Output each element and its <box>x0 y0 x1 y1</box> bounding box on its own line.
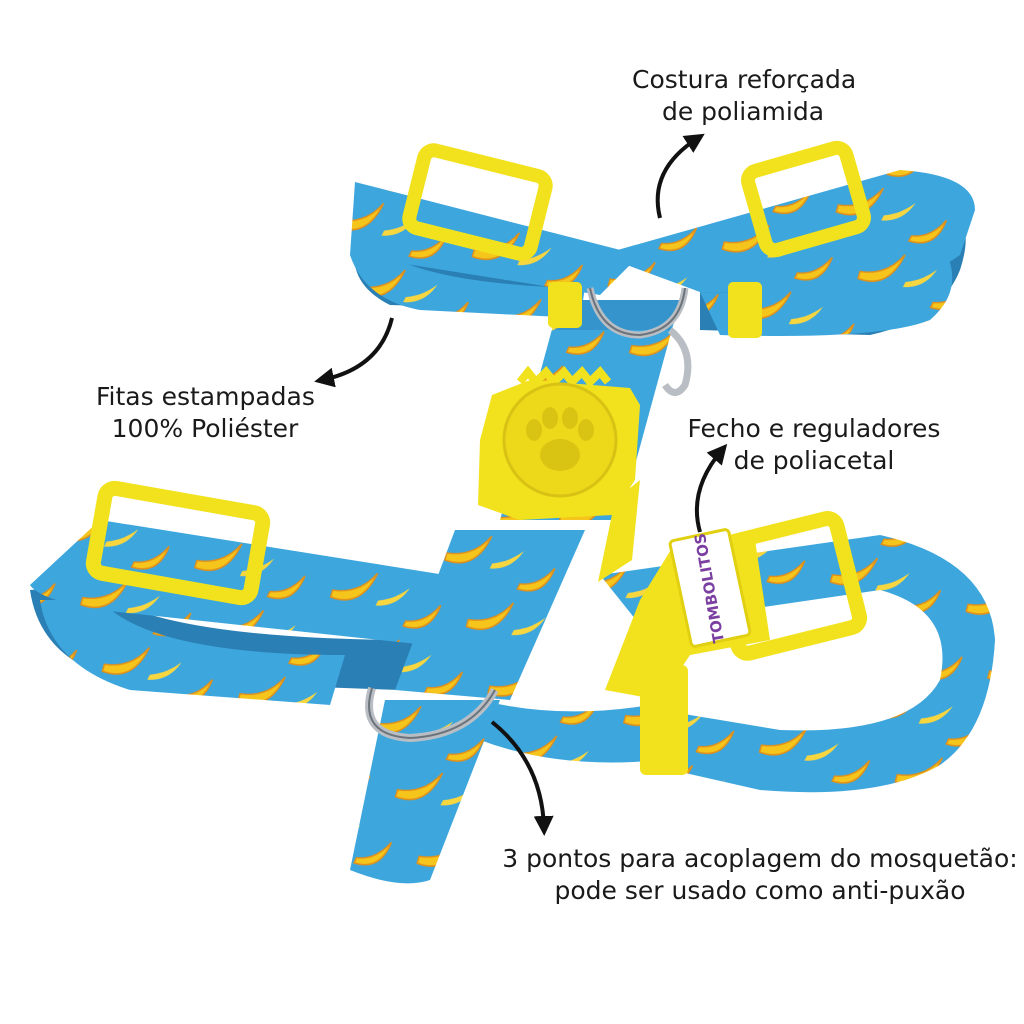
arrow-icon <box>314 317 394 388</box>
callout-seam-line1: Costura reforçada <box>632 65 857 94</box>
callout-buckle: Fecho e reguladores de poliacetal <box>686 413 942 477</box>
callout-points-line2: pode ser usado como anti-puxão <box>554 876 966 905</box>
upper-strap-loop <box>350 170 975 336</box>
callout-buckle-line1: Fecho e reguladores <box>687 414 941 443</box>
callout-seam: Costura reforçada de poliamida <box>632 64 857 128</box>
arrow-icon <box>655 133 705 219</box>
callout-straps-line1: Fitas estampadas <box>96 382 315 411</box>
slider-left <box>85 480 271 606</box>
callout-buckle-line2: de poliacetal <box>733 446 895 475</box>
slider-top-left <box>402 143 553 261</box>
d-ring-lower <box>365 686 499 743</box>
d-ring-upper <box>586 287 689 339</box>
keeper-upper-left <box>548 282 582 328</box>
callout-straps: Fitas estampadas 100% Poliéster <box>96 381 315 445</box>
callout-straps-line2: 100% Poliéster <box>111 414 299 443</box>
paw-icon <box>526 407 594 471</box>
side-release-buckle: TOMBOLITOS <box>605 528 770 700</box>
d-ring-middle <box>662 327 692 396</box>
callout-points-line1: 3 pontos para acoplagem do mosquetão: <box>502 844 1018 873</box>
center-plate <box>478 365 640 582</box>
callout-points: 3 pontos para acoplagem do mosquetão: po… <box>500 843 1020 907</box>
callout-seam-line2: de poliamida <box>661 97 825 126</box>
slider-top-right <box>741 140 871 258</box>
keeper-upper-right <box>728 282 762 338</box>
arrow-icon <box>694 443 728 533</box>
arrow-icon <box>490 720 554 836</box>
